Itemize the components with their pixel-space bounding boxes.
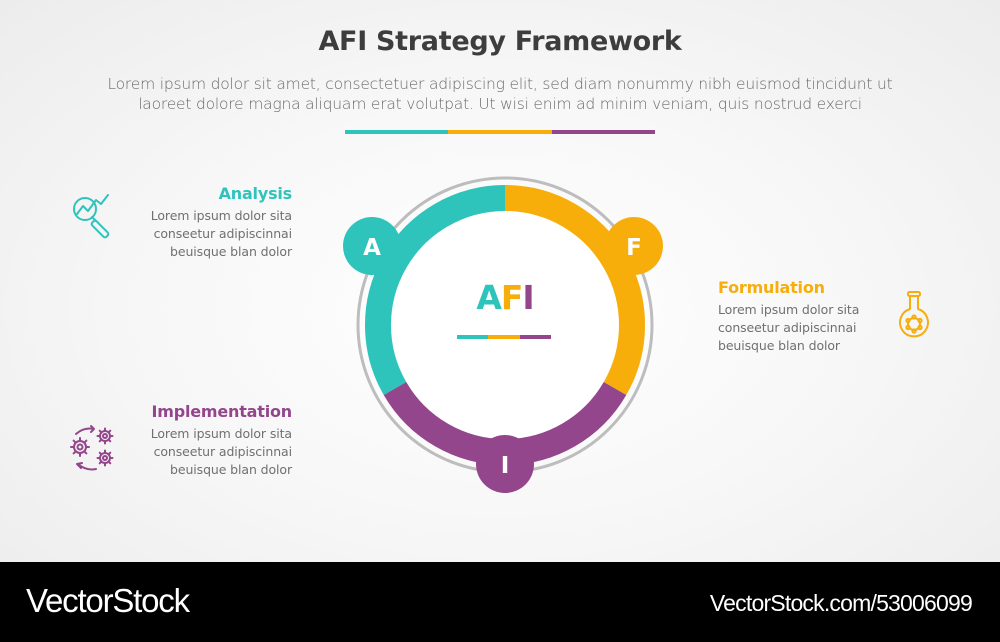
implementation-description: Lorem ipsum dolor sita conseetur adipisc…: [62, 425, 292, 479]
center-letter-a: A: [476, 278, 502, 317]
title-color-bar: [345, 130, 655, 134]
center-color-bar: [457, 335, 551, 339]
desc-line: beuisque blan dolor: [718, 338, 840, 353]
desc-line: beuisque blan dolor: [170, 244, 292, 259]
desc-line: Lorem ipsum dolor sita: [150, 426, 292, 441]
watermark-reference: VectorStock.com/53006099: [709, 590, 973, 616]
formulation-block: Formulation Lorem ipsum dolor sita conse…: [718, 278, 948, 355]
desc-line: Lorem ipsum dolor sita: [150, 208, 292, 223]
desc-line: Lorem ipsum dolor sita: [718, 302, 860, 317]
center-letter-i: I: [522, 278, 534, 317]
desc-line: conseetur adipiscinnai: [153, 226, 292, 241]
center-bar-implementation: [519, 335, 551, 339]
center-bar-analysis: [457, 335, 489, 339]
center-disc: [385, 205, 625, 445]
implementation-block: Implementation Lorem ipsum dolor sita co…: [62, 402, 292, 479]
subtitle-line-2: laoreet dolore magna aliquam erat volutp…: [138, 95, 862, 113]
analysis-block: Analysis Lorem ipsum dolor sita conseetu…: [62, 184, 292, 261]
node-a: A: [343, 217, 401, 275]
center-acronym: AFI: [340, 278, 670, 317]
infographic-canvas: AFI Strategy Framework Lorem ipsum dolor…: [0, 0, 1000, 562]
node-letter-i: I: [501, 453, 510, 479]
center-bar-formulation: [488, 335, 520, 339]
implementation-heading: Implementation: [151, 402, 293, 421]
formulation-description: Lorem ipsum dolor sita conseetur adipisc…: [718, 301, 948, 355]
desc-line: conseetur adipiscinnai: [153, 444, 292, 459]
subtitle-line-1: Lorem ipsum dolor sit amet, consectetuer…: [107, 75, 893, 93]
analysis-description: Lorem ipsum dolor sita conseetur adipisc…: [62, 207, 292, 261]
desc-line: conseetur adipiscinnai: [718, 320, 857, 335]
cycle-ring: A F I: [343, 176, 663, 493]
analysis-heading: Analysis: [218, 184, 293, 203]
desc-line: beuisque blan dolor: [170, 462, 292, 477]
node-letter-a: A: [363, 235, 381, 261]
magnifier-chart-icon: [73, 194, 110, 239]
bar-segment-implementation: [551, 130, 655, 134]
page-subtitle: Lorem ipsum dolor sit amet, consectetuer…: [60, 74, 940, 114]
node-f: F: [605, 217, 663, 275]
gears-cycle-icon: [70, 425, 114, 471]
bar-segment-analysis: [345, 130, 449, 134]
afi-cycle-diagram: A F I AFI: [340, 160, 670, 500]
node-i: I: [476, 435, 534, 493]
center-letter-f: F: [500, 278, 524, 317]
watermark-brand: VectorStock: [26, 582, 190, 619]
flask-icon: [899, 291, 929, 338]
bar-segment-formulation: [448, 130, 552, 134]
node-letter-f: F: [626, 235, 642, 261]
formulation-heading: Formulation: [718, 278, 825, 297]
watermark-footer: VectorStock VectorStock.com/53006099: [0, 562, 1000, 642]
page-title: AFI Strategy Framework: [318, 26, 682, 57]
